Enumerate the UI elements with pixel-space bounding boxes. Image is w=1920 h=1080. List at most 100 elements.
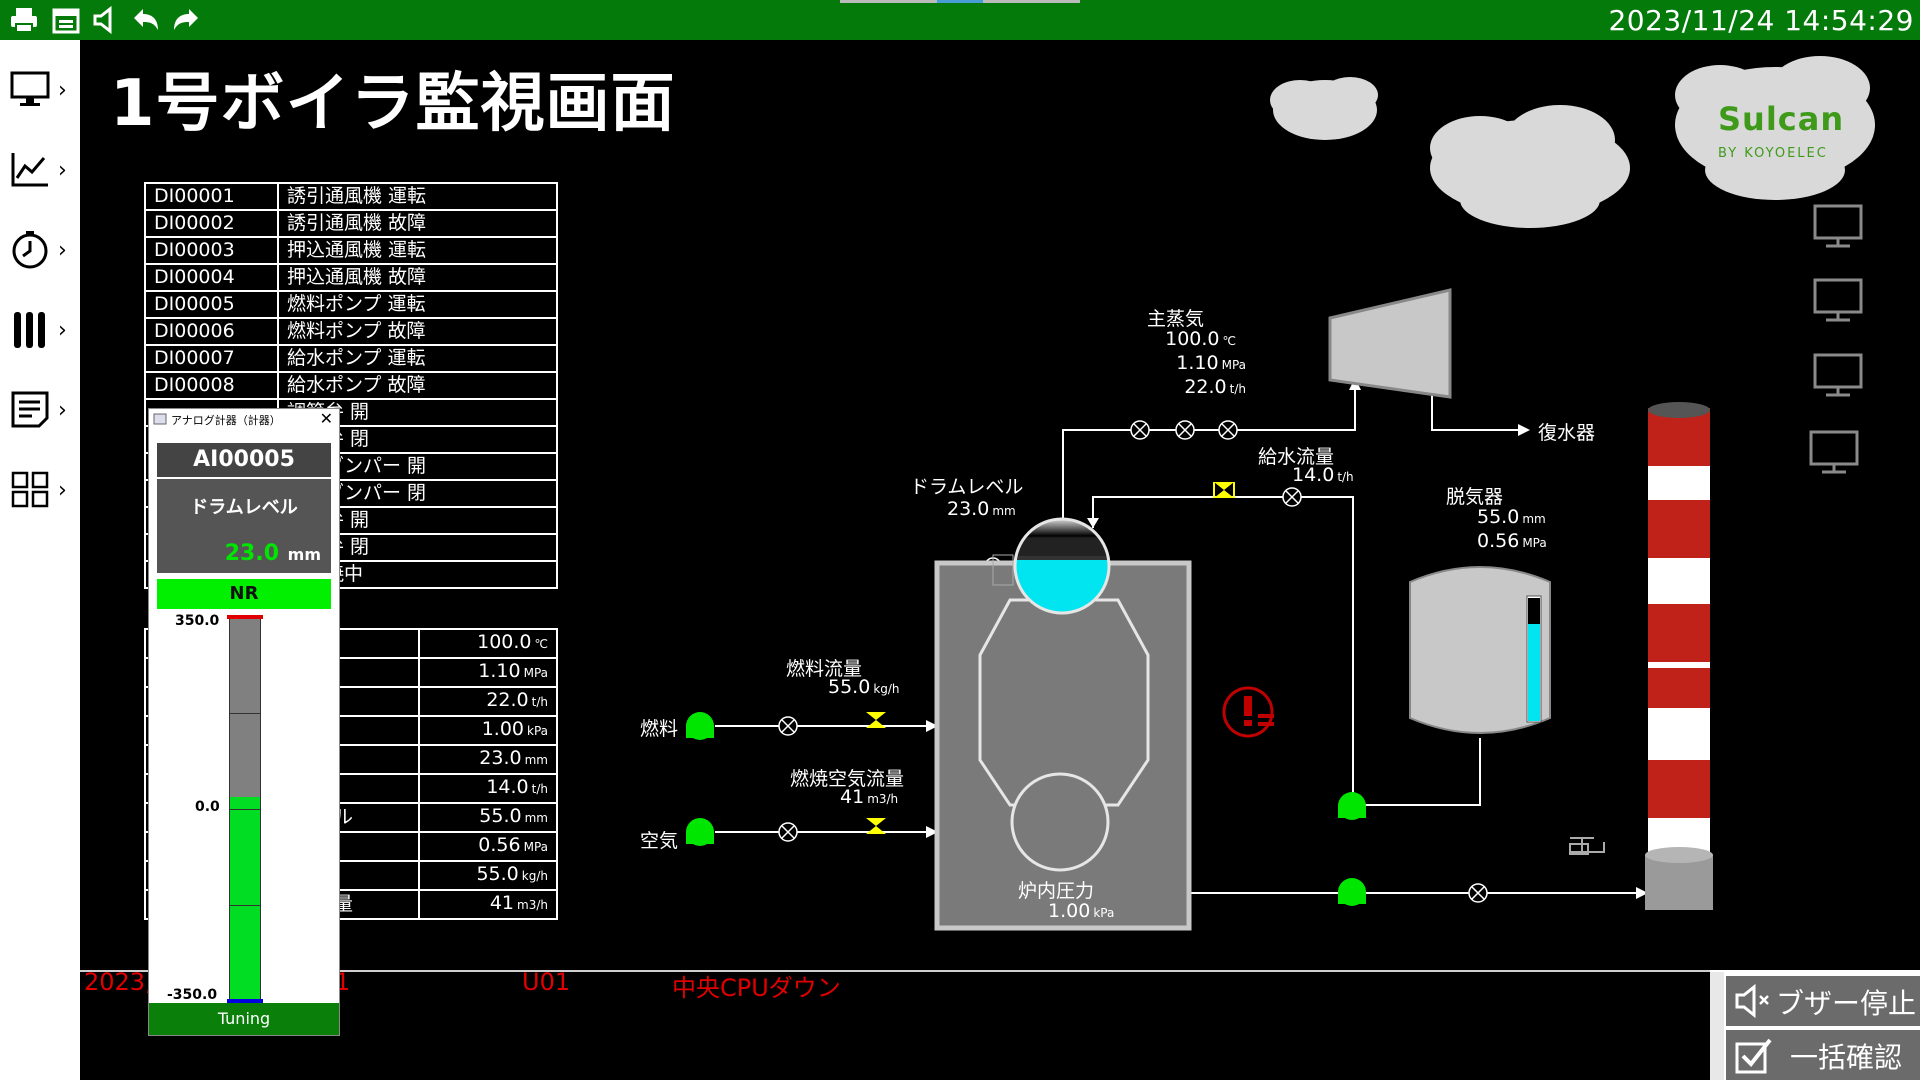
print-window-icon[interactable]	[50, 4, 82, 36]
sidebar-item-trend[interactable]: ›	[6, 140, 76, 200]
redo-icon[interactable]	[170, 4, 202, 36]
alarm-icon[interactable]	[1222, 686, 1274, 738]
valve-icon[interactable]	[778, 822, 798, 842]
ai-value: 1.10	[478, 660, 521, 682]
arrow-right-icon	[926, 826, 938, 838]
speaker-icon[interactable]	[90, 4, 122, 36]
pump-icon[interactable]	[1338, 792, 1366, 820]
ai-value: 14.0	[486, 776, 529, 798]
sidebar-item-report[interactable]: ›	[6, 380, 76, 440]
ai-value: 0.56	[478, 834, 521, 856]
valve-icon[interactable]	[1175, 420, 1195, 440]
alarm-scrollbar[interactable]	[1710, 972, 1724, 1080]
valve-icon[interactable]	[778, 716, 798, 736]
sidebar-item-history[interactable]: ›	[6, 220, 76, 280]
ai-unit: MPa	[523, 840, 548, 854]
air-flow-label: 燃焼空気流量	[790, 768, 905, 790]
logo-text: Sulcan	[1718, 100, 1845, 138]
tab-indicator-active	[937, 0, 983, 3]
arrow-right-icon	[926, 720, 938, 732]
ai-unit: kPa	[527, 724, 548, 738]
undo-icon[interactable]	[130, 4, 162, 36]
popup-name-block: ドラムレベル 23.0 mm	[157, 479, 331, 573]
di-label-cell: 給水ポンプ 故障	[277, 371, 558, 400]
popup-value: 23.0	[224, 541, 279, 566]
valve-icon[interactable]	[1130, 420, 1150, 440]
di-label-cell: 燃料ポンプ 運転	[277, 290, 558, 319]
window-icon	[153, 413, 167, 425]
deaerator-level-fill	[1528, 624, 1540, 721]
monitor-icon	[10, 71, 50, 106]
page-title: 1号ボイラ監視画面	[110, 67, 676, 141]
fuel-label: 燃料	[640, 718, 679, 740]
pump-icon[interactable]	[686, 712, 714, 740]
popup-title: アナログ計器（計器）	[171, 414, 281, 427]
feedwater-label: 給水流量	[1258, 446, 1335, 468]
sidebar-item-gauges[interactable]: ›	[6, 300, 76, 360]
ai-unit: t/h	[531, 695, 548, 709]
tuning-button[interactable]: Tuning	[149, 1003, 339, 1035]
top-bar: 2023/11/24 14:54:29	[0, 0, 1920, 40]
drain-valve-icon[interactable]	[1569, 837, 1605, 855]
display-icon[interactable]	[1809, 430, 1859, 474]
deaerator-tank	[1409, 566, 1551, 734]
alarm-separator	[80, 970, 1710, 972]
control-valve-icon[interactable]	[1213, 482, 1235, 498]
cloud-shape	[1430, 105, 1630, 228]
di-label-cell: 誘引通風機 運転	[277, 182, 558, 211]
sidebar-item-apps[interactable]: ›	[6, 460, 76, 520]
ai-value: 100.0	[477, 631, 532, 653]
trend-chart-icon	[11, 153, 48, 187]
buzzer-stop-button[interactable]: ブザー停止	[1726, 976, 1920, 1026]
pump-icon[interactable]	[686, 818, 714, 846]
close-icon[interactable]: ✕	[319, 409, 333, 428]
sidebar: › › › › › ›	[0, 40, 80, 1080]
turbine-shape	[1328, 288, 1452, 399]
control-valve-icon[interactable]	[866, 818, 886, 834]
scale-max: 350.0	[175, 613, 220, 629]
ai-unit: m3/h	[517, 898, 548, 912]
print-icon[interactable]	[8, 4, 40, 36]
sidebar-item-monitor[interactable]: ›	[6, 60, 76, 120]
di-id-cell: DI00004	[144, 263, 279, 292]
logo-subtext: BY KOYOELEC	[1718, 146, 1828, 161]
control-valve-icon[interactable]	[866, 712, 886, 728]
logo-cloud	[1675, 56, 1875, 200]
di-id-cell: DI00005	[144, 290, 279, 319]
main-steam-label: 主蒸気	[1147, 308, 1205, 330]
valve-icon[interactable]	[1282, 487, 1302, 507]
pump-icon[interactable]	[1338, 878, 1366, 906]
gauge-track	[229, 617, 261, 1003]
condenser-label: 復水器	[1538, 422, 1596, 444]
alarm-code: U01	[522, 968, 571, 996]
display-icon[interactable]	[1813, 204, 1863, 248]
ai-value: 22.0	[486, 689, 529, 711]
analog-gauge-popup[interactable]: アナログ計器（計器） ✕ AI00005 ドラムレベル 23.0 mm NR 3…	[148, 408, 340, 1036]
chimney	[1645, 402, 1713, 910]
document-icon	[11, 391, 49, 428]
display-icon[interactable]	[1813, 353, 1863, 397]
display-icon[interactable]	[1813, 278, 1863, 322]
gauge-fill	[230, 797, 260, 1002]
valve-icon[interactable]	[1468, 883, 1488, 903]
ai-value: 1.00	[481, 718, 524, 740]
confirm-all-button[interactable]: 一括確認	[1726, 1030, 1920, 1080]
valve-icon[interactable]	[1218, 420, 1238, 440]
popup-gauge-area: 350.0 0.0 -350.0	[149, 613, 339, 1009]
ai-value: 41	[489, 892, 515, 914]
popup-unit: mm	[287, 545, 321, 564]
furnace-pressure-label: 炉内圧力	[1018, 880, 1095, 902]
